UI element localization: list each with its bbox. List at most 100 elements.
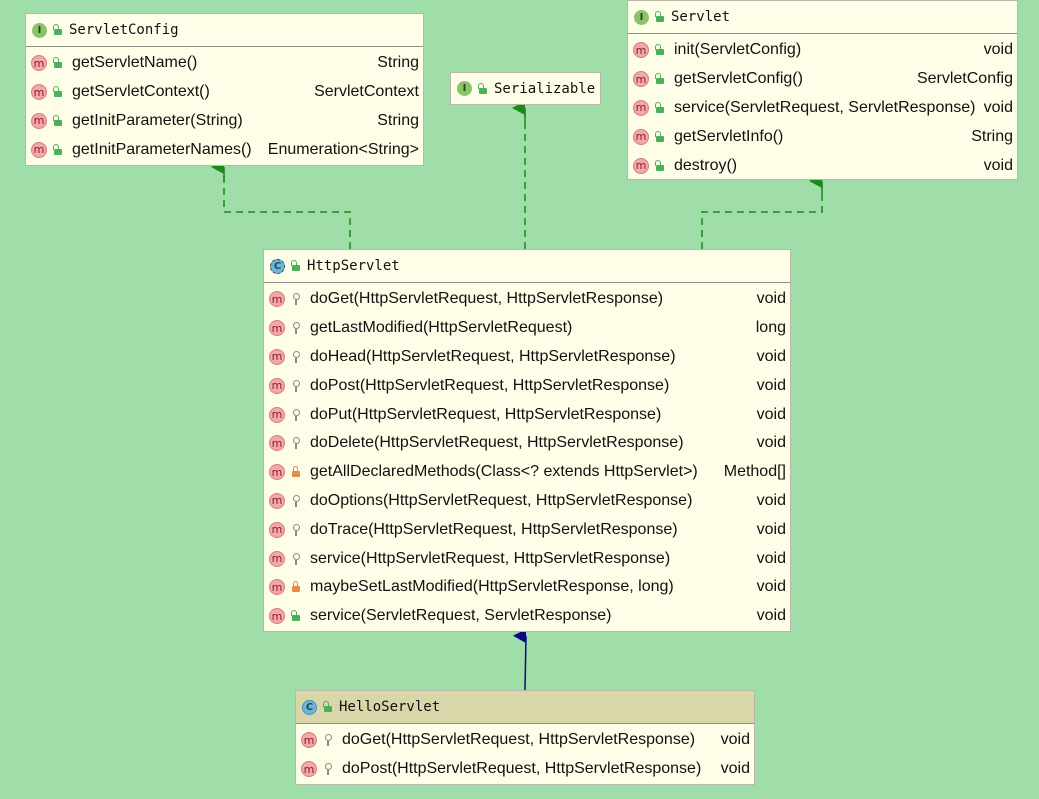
extends-httpservlet-edge [513,629,527,691]
method-signature: getServletConfig() [674,70,803,88]
method-signature: service(ServletRequest, ServletResponse) [674,98,976,116]
method-row[interactable]: m service(ServletRequest, ServletResponse… [264,602,790,631]
public-icon [323,701,333,713]
public-visibility-icon [655,73,665,85]
method-row[interactable]: m doHead(HttpServletRequest, HttpServletR… [264,343,790,372]
method-icon: m [633,157,649,174]
method-row[interactable]: m getServletContext() ServletContext [26,78,423,107]
return-type: void [756,549,786,567]
protected-visibility-icon [291,437,301,450]
protected-visibility-icon [291,408,301,421]
node-title: Servlet [671,9,731,25]
method-signature: doTrace(HttpServletRequest, HttpServletR… [310,520,678,538]
method-signature: doOptions(HttpServletRequest, HttpServle… [310,491,693,509]
return-type: void [720,760,750,778]
method-signature: getLastModified(HttpServletRequest) [310,319,573,337]
node-title: ServletConfig [69,22,179,38]
method-icon: m [269,550,285,567]
return-type: String [971,127,1013,145]
public-visibility-icon [655,101,665,114]
return-type: void [756,290,786,308]
method-signature: getAllDeclaredMethods(Class<? extends Ht… [310,463,698,481]
method-signature: getServletName() [72,54,198,72]
method-signature: doPost(HttpServletRequest, HttpServletRe… [310,376,670,394]
public-visibility-icon [53,143,63,156]
method-row[interactable]: m maybeSetLastModified(HttpServletRespons… [264,573,790,602]
method-row[interactable]: m service(ServletRequest, ServletResponse… [628,94,1017,123]
protected-visibility-icon [291,322,301,335]
class-icon: C [302,699,317,715]
method-icon: m [301,732,317,749]
node-title: Serializable [494,80,596,97]
public-visibility-icon [655,130,665,143]
method-signature: doHead(HttpServletRequest, HttpServletRe… [310,347,676,365]
node-header: I Serializable [451,73,600,104]
public-icon [478,82,488,95]
helloservlet-node[interactable]: C HelloServlet m doGet(HttpServletRequest… [295,690,755,785]
return-type: ServletContext [314,83,419,101]
protected-visibility-icon [323,734,333,747]
protected-visibility-icon [291,552,301,565]
return-type: void [756,376,786,394]
method-row[interactable]: m doGet(HttpServletRequest, HttpServletRe… [296,726,754,755]
node-header: C HttpServlet [264,250,790,283]
public-icon [655,11,665,23]
protected-visibility-icon [291,350,301,363]
method-icon: m [269,291,285,308]
method-icon: m [633,42,649,59]
method-row[interactable]: m getAllDeclaredMethods(Class<? extends H… [264,458,790,487]
method-icon: m [633,99,649,116]
method-signature: service(ServletRequest, ServletResponse) [310,607,612,625]
method-signature: doPost(HttpServletRequest, HttpServletRe… [342,760,702,778]
httpservlet-node[interactable]: C HttpServlet m doGet(HttpServletRequest,… [263,249,791,632]
serializable-node[interactable]: I Serializable [450,72,601,105]
return-type: void [756,607,786,625]
return-type: String [377,111,419,129]
method-icon: m [269,348,285,365]
method-signature: doGet(HttpServletRequest, HttpServletRes… [310,290,664,308]
protected-visibility-icon [291,379,301,392]
method-icon: m [31,112,47,129]
private-visibility-icon [291,581,301,593]
method-signature: getServletContext() [72,83,210,101]
method-icon: m [269,608,285,625]
method-icon: m [31,84,47,101]
protected-visibility-icon [291,494,301,507]
method-row[interactable]: m doGet(HttpServletRequest, HttpServletRe… [264,285,790,314]
method-signature: getServletInfo() [674,127,784,145]
return-type: void [756,405,786,423]
method-icon: m [269,579,285,596]
method-signature: doPut(HttpServletRequest, HttpServletRes… [310,405,662,423]
method-signature: init(ServletConfig) [674,41,802,59]
method-icon: m [269,320,285,337]
method-signature: maybeSetLastModified(HttpServletResponse… [310,578,674,596]
public-visibility-icon [53,57,63,69]
return-type: Enumeration<String> [267,140,419,158]
public-visibility-icon [655,44,665,56]
return-type: void [756,347,786,365]
return-type: Method[] [723,463,786,481]
node-title: HelloServlet [339,699,441,715]
node-header: I Servlet [628,1,1017,34]
method-icon: m [269,464,285,481]
interface-icon: I [32,22,47,38]
method-signature: doGet(HttpServletRequest, HttpServletRes… [342,731,696,749]
